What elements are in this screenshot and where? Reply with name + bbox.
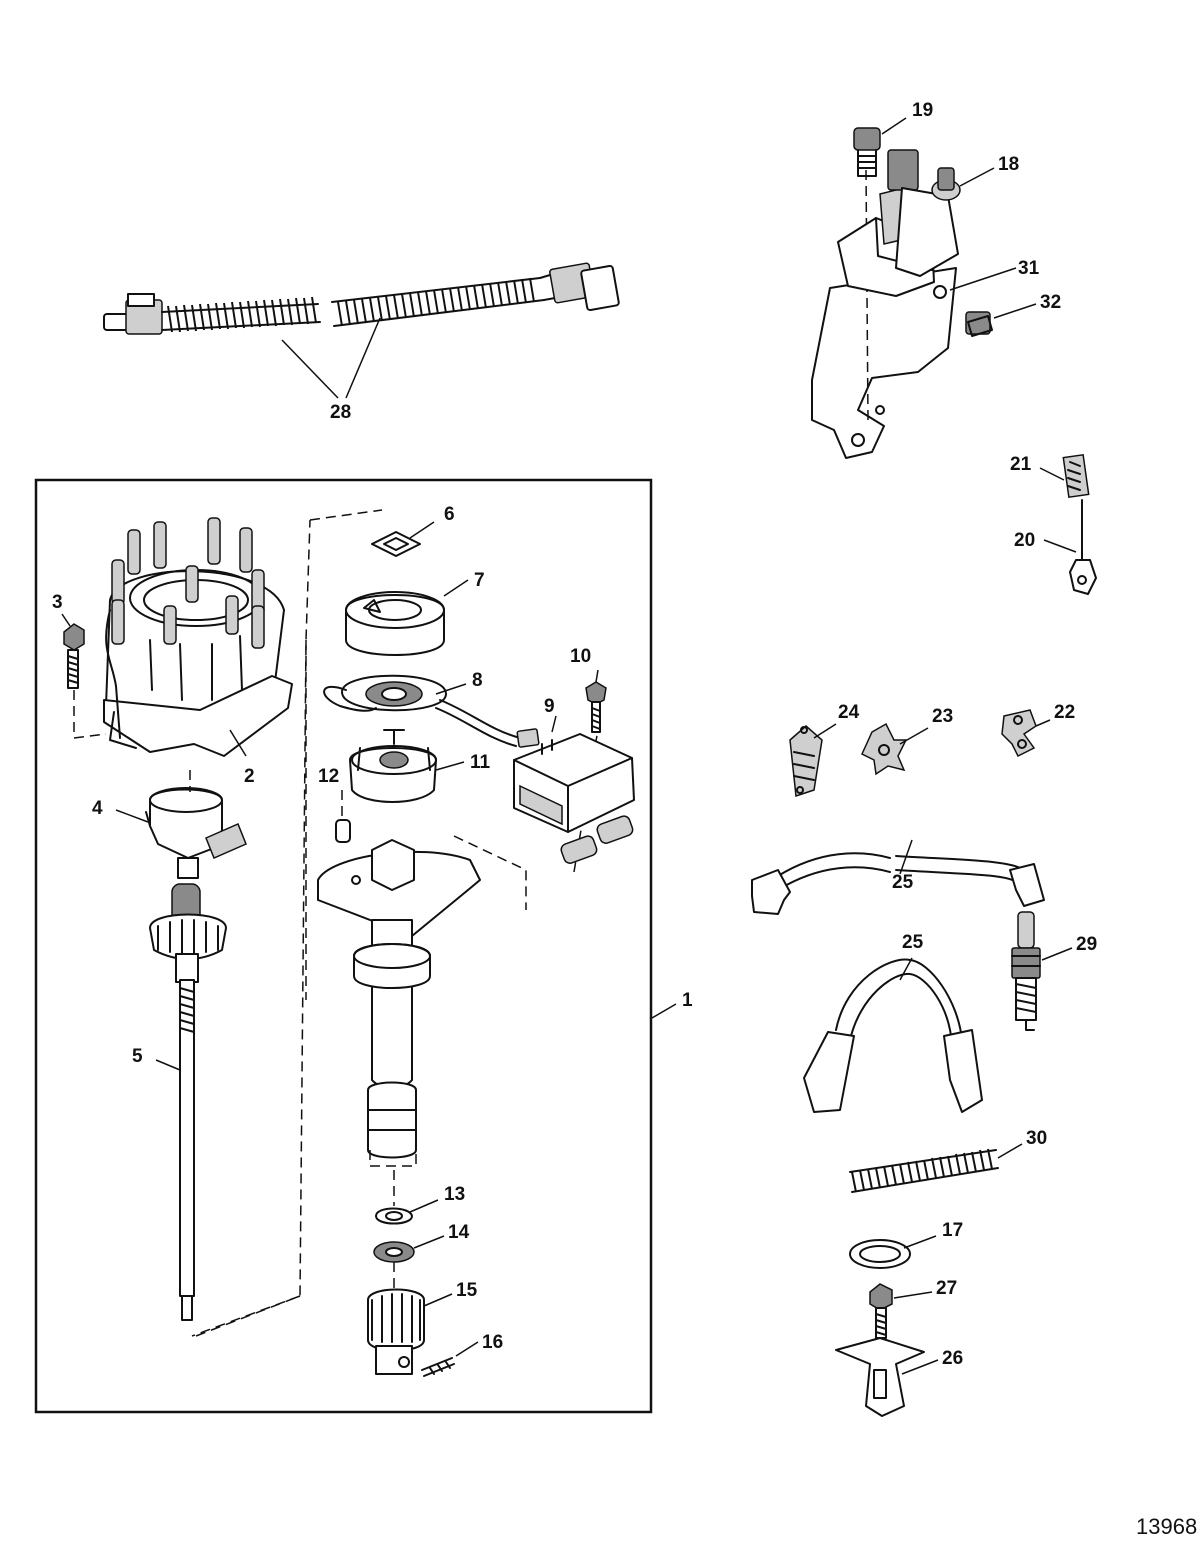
roll-pin-16 [421,1341,479,1377]
drive-gear-15 [367,1262,453,1375]
callout-8: 8 [472,670,483,691]
washer-14 [373,1235,445,1263]
callout-31: 31 [1018,258,1040,279]
callout-30: 30 [1026,1128,1047,1149]
callout-labels: 1 2 3 4 5 6 7 8 9 10 11 12 13 14 15 16 1… [52,100,1097,1369]
callout-6: 6 [444,504,455,525]
distributor-housing [317,839,481,1167]
callout-20: 20 [1014,530,1035,551]
callout-22: 22 [1054,702,1075,723]
gasket-6 [371,521,435,557]
callout-23: 23 [932,706,953,727]
spark-plug-lead-upper [751,839,1045,915]
callout-10: 10 [570,646,591,667]
distributor-cap [103,517,293,757]
distributor-assembly-frame [34,478,653,1414]
callout-24: 24 [838,702,860,723]
ignition-coil-assembly [811,117,1037,459]
callout-29: 29 [1076,934,1097,955]
cap-screw-3 [61,613,107,739]
pickup-coil-8 [323,674,540,748]
rotor [115,770,247,879]
module-screw-10 [585,669,607,733]
leader-assembly-1 [651,1003,677,1019]
callout-4: 4 [92,798,103,819]
callout-2: 2 [244,766,255,787]
callout-9: 9 [544,696,555,717]
harness-conduit-right [337,277,535,327]
callout-15: 15 [456,1280,478,1301]
wiring-harness [103,262,620,399]
harness-conduit-left [167,296,317,333]
spring-sleeve [849,1143,1023,1193]
ignition-module-9 [513,715,635,864]
callout-3: 3 [52,592,63,613]
washer-13 [375,1170,439,1225]
drawing-number: 13968 [1136,1514,1197,1539]
retaining-clip-26 [835,1337,939,1417]
callout-1: 1 [682,990,693,1011]
callout-25-lower: 25 [902,932,924,953]
callout-32: 32 [1040,292,1061,313]
callout-27: 27 [936,1278,957,1299]
distributor-shaft [149,519,311,1337]
callout-12: 12 [318,766,339,787]
callout-11: 11 [470,752,491,773]
shield-7 [345,579,469,656]
callout-28: 28 [330,402,351,423]
callout-14: 14 [448,1222,470,1243]
callout-26: 26 [942,1348,963,1369]
callout-7: 7 [474,570,485,591]
callout-16: 16 [482,1332,503,1353]
spark-plug [1011,911,1073,1031]
pole-piece-11 [349,729,465,803]
callout-19: 19 [912,100,933,121]
callout-17: 17 [942,1220,963,1241]
wire-looms [789,709,1051,798]
washer-17 [849,1235,937,1269]
callout-13: 13 [444,1184,465,1205]
ground-strap [1039,453,1097,595]
pin-12 [335,790,351,843]
callout-18: 18 [998,154,1019,175]
callout-21: 21 [1010,454,1032,475]
callout-25-upper: 25 [892,872,914,893]
explode-boundary [305,509,599,1000]
callout-5: 5 [132,1046,143,1067]
spark-plug-lead-lower [803,957,983,1113]
screw-27 [869,1283,933,1339]
